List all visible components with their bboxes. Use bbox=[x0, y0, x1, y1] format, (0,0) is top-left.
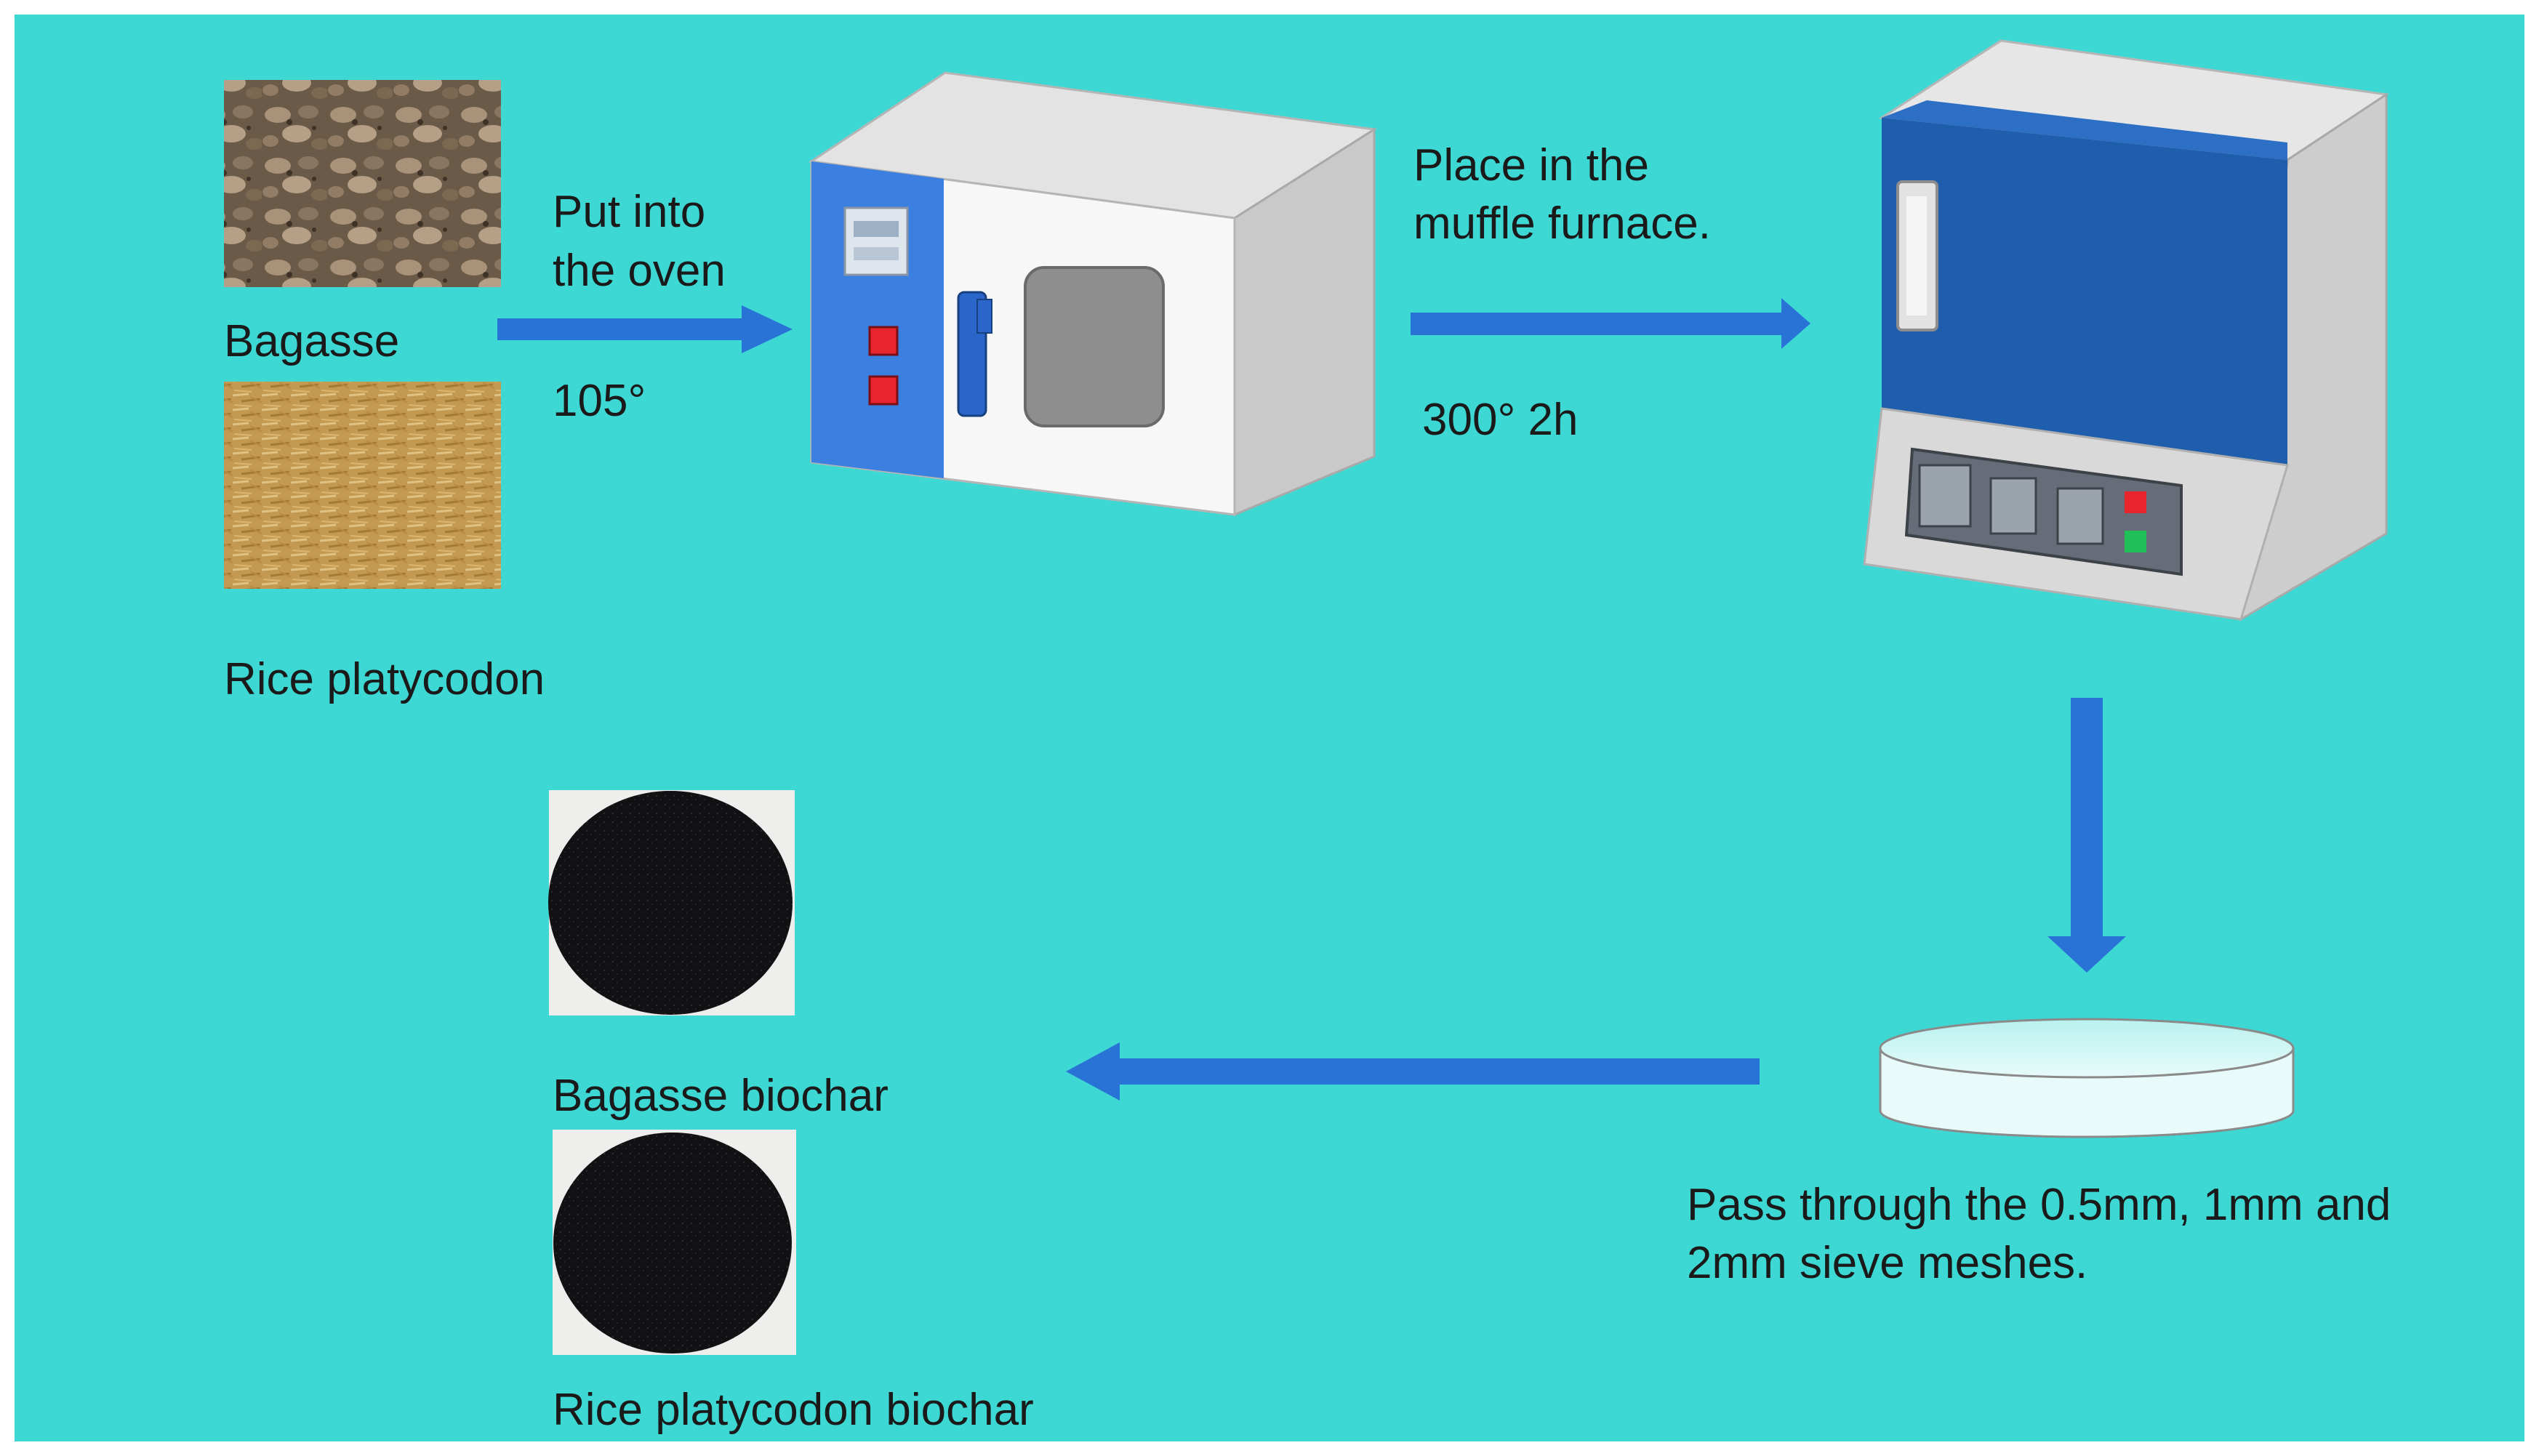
drying-oven-icon bbox=[808, 71, 1378, 517]
bagasse-label: Bagasse bbox=[224, 316, 399, 366]
furnace-conditions: 300° 2h bbox=[1422, 395, 1578, 445]
sieve-step-text-line2: 2mm sieve meshes. bbox=[1687, 1238, 2087, 1288]
arrow-to-furnace bbox=[1411, 298, 1810, 349]
oven-temperature: 105° bbox=[553, 376, 646, 426]
arrow-to-biochar bbox=[1066, 1042, 1760, 1101]
bagasse-biochar-label: Bagasse biochar bbox=[553, 1071, 889, 1121]
petri-dish-icon bbox=[1879, 1018, 2295, 1138]
rice-platycodon-biochar-photo bbox=[553, 1130, 796, 1355]
arrow-to-oven bbox=[497, 305, 793, 353]
muffle-furnace-icon bbox=[1863, 39, 2390, 622]
oven-step-text-line2: the oven bbox=[553, 246, 726, 296]
bagasse-photo bbox=[224, 80, 501, 287]
rice-platycodon-biochar-label: Rice platycodon biochar bbox=[553, 1385, 1034, 1435]
furnace-step-text-line2: muffle furnace. bbox=[1413, 198, 1711, 249]
bagasse-biochar-photo bbox=[548, 790, 795, 1015]
oven-step-text-line1: Put into bbox=[553, 187, 705, 237]
arrow-to-sieve bbox=[2047, 698, 2126, 973]
furnace-step-text-line1: Place in the bbox=[1413, 140, 1649, 190]
rice-platycodon-photo bbox=[224, 382, 501, 589]
rice-platycodon-label: Rice platycodon bbox=[224, 654, 545, 704]
sieve-step-text-line1: Pass through the 0.5mm, 1mm and bbox=[1687, 1180, 2391, 1230]
